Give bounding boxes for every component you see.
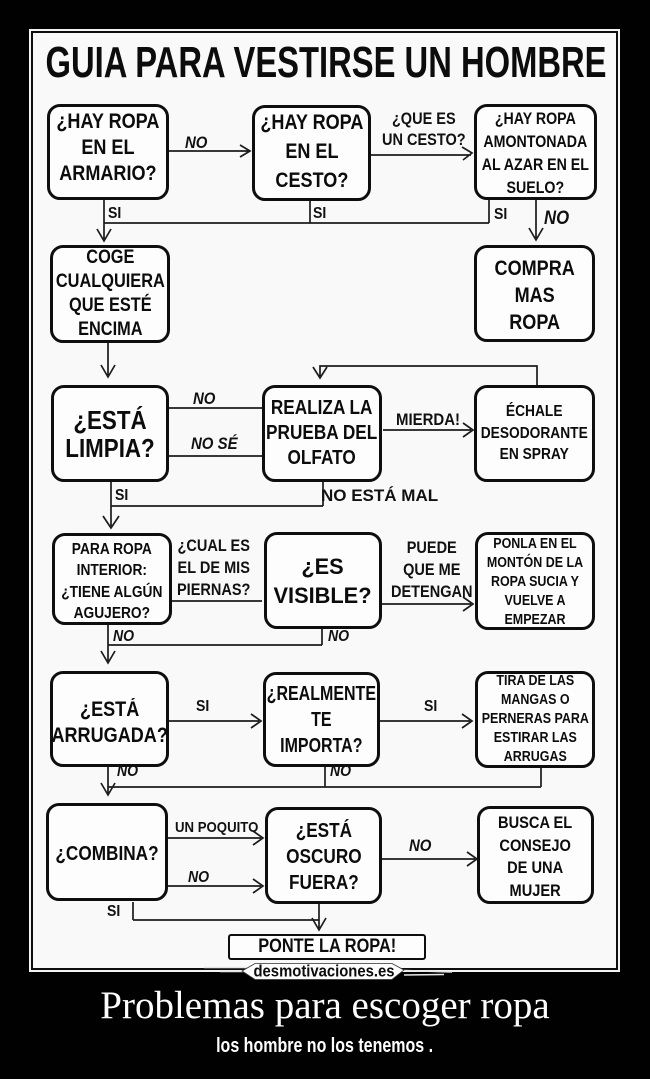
svg-text:desmotivaciones.es: desmotivaciones.es xyxy=(254,962,395,981)
svg-text:GUIA PARA VESTIRSE UN HOMBRE: GUIA PARA VESTIRSE UN HOMBRE xyxy=(46,38,607,87)
